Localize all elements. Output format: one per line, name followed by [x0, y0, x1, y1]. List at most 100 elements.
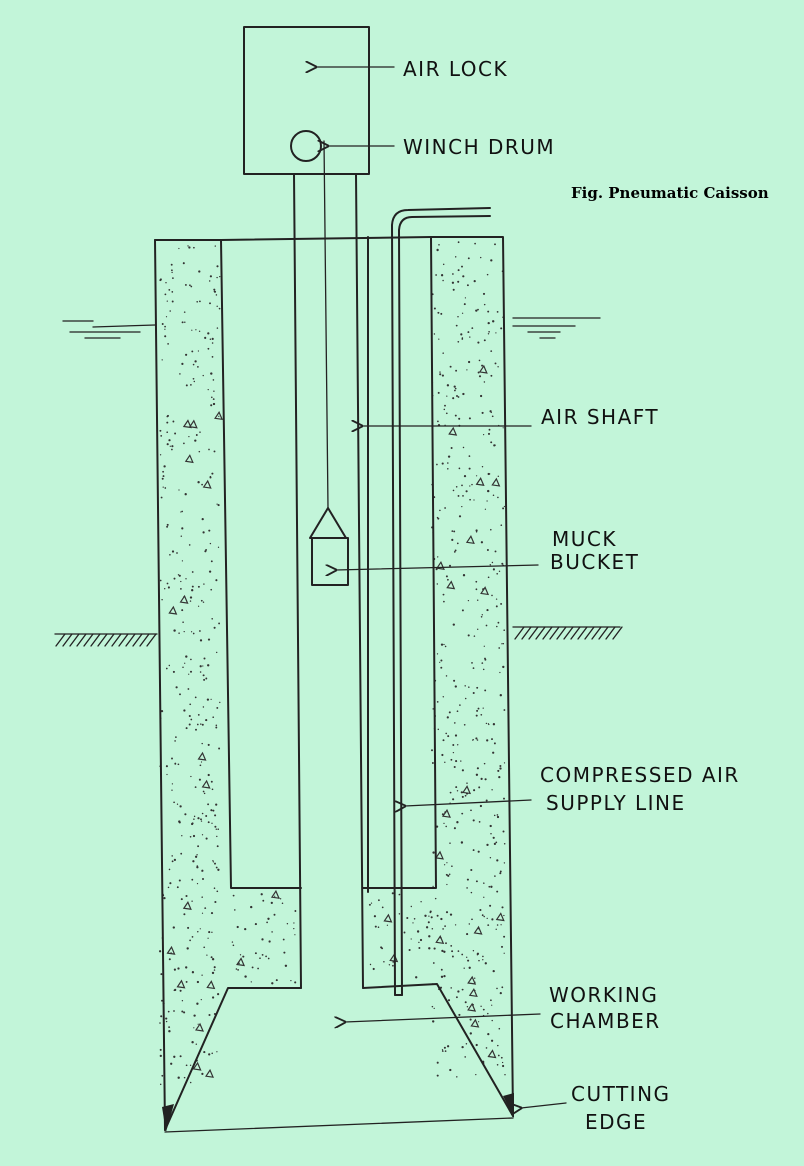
concrete-speck [196, 723, 199, 726]
concrete-speck [489, 410, 492, 413]
concrete-speck [199, 764, 202, 767]
concrete-speck [207, 821, 210, 824]
concrete-speck [207, 803, 210, 806]
concrete-speck [451, 530, 454, 532]
concrete-speck [490, 350, 493, 352]
concrete-speck [211, 356, 214, 358]
aggregate-stone [389, 953, 399, 963]
concrete-speck [500, 924, 502, 926]
concrete-speck [453, 765, 456, 769]
concrete-speck [161, 598, 163, 601]
concrete-speck [198, 330, 201, 332]
concrete-speck [501, 986, 504, 989]
concrete-speck [201, 912, 204, 914]
concrete-speck [447, 874, 450, 877]
concrete-speck [166, 415, 169, 418]
concrete-speck [470, 868, 473, 872]
concrete-speck [192, 834, 196, 838]
concrete-speck [267, 957, 270, 960]
concrete-speck [428, 915, 430, 917]
hatch-mark [132, 633, 143, 647]
concrete-speck [190, 384, 192, 386]
concrete-speck [208, 448, 210, 451]
concrete-speck [484, 962, 487, 965]
concrete-speck [452, 288, 455, 291]
concrete-speck [483, 381, 486, 383]
concrete-speck [274, 895, 276, 897]
concrete-speck [262, 899, 265, 902]
aggregate-stone [182, 419, 192, 429]
concrete-speck [169, 882, 172, 885]
concrete-speck [455, 369, 458, 372]
concrete-speck [499, 767, 502, 770]
concrete-speck [455, 760, 458, 763]
concrete-speck [494, 362, 497, 365]
concrete-speck [203, 1051, 206, 1054]
concrete-speck [159, 454, 162, 456]
concrete-speck [201, 834, 204, 836]
concrete-speck [439, 509, 441, 512]
concrete-speck [464, 685, 466, 687]
concrete-speck [208, 1013, 211, 1017]
concrete-speck [441, 643, 443, 646]
concrete-speck [398, 913, 401, 915]
concrete-speck [430, 916, 433, 919]
concrete-speck [485, 722, 488, 725]
concrete-speck [443, 600, 445, 603]
concrete-speck [452, 798, 455, 801]
concrete-speck [441, 753, 444, 757]
concrete-speck [463, 967, 465, 969]
concrete-speck [193, 1027, 195, 1029]
concrete-speck [171, 860, 174, 863]
concrete-speck [500, 327, 503, 330]
concrete-texture [158, 241, 506, 1088]
concrete-speck [442, 739, 445, 742]
aggregate-stone [475, 477, 485, 487]
concrete-speck [185, 578, 187, 580]
concrete-speck [187, 245, 189, 247]
concrete-speck [193, 818, 195, 820]
concrete-speck [490, 374, 493, 377]
concrete-speck [470, 809, 472, 812]
concrete-speck [210, 560, 213, 563]
concrete-speck [188, 714, 191, 718]
concrete-speck [465, 490, 468, 493]
concrete-speck [202, 601, 205, 603]
concrete-speck [281, 902, 284, 904]
concrete-speck [212, 860, 214, 862]
concrete-speck [211, 472, 214, 475]
concrete-speck [500, 524, 503, 527]
aggregate-stone [467, 975, 477, 985]
concrete-speck [451, 538, 454, 541]
concrete-speck [450, 758, 453, 761]
concrete-speck [475, 1043, 478, 1047]
concrete-speck [232, 944, 235, 947]
aggregate-stone [214, 411, 224, 421]
concrete-speck [454, 924, 457, 926]
concrete-speck [189, 600, 192, 602]
concrete-speck [191, 571, 194, 573]
concrete-speck [454, 387, 457, 390]
concrete-speck [208, 931, 211, 934]
concrete-speck [197, 481, 200, 484]
concrete-speck [208, 280, 211, 282]
concrete-speck [261, 938, 264, 941]
concrete-speck [498, 775, 501, 779]
concrete-speck [177, 1076, 180, 1079]
concrete-speck [210, 698, 212, 701]
concrete-speck [449, 913, 453, 916]
concrete-speck [412, 922, 414, 924]
concrete-speck [180, 511, 182, 513]
concrete-speck [168, 868, 171, 871]
concrete-speck [207, 937, 209, 939]
concrete-speck [457, 269, 460, 272]
concrete-speck [440, 274, 444, 277]
concrete-speck [453, 679, 456, 682]
concrete-speck [209, 275, 212, 278]
concrete-speck [455, 786, 458, 789]
concrete-speck [464, 794, 467, 797]
concrete-speck [489, 564, 492, 566]
concrete-speck [499, 694, 502, 697]
hatch-mark [111, 633, 122, 647]
concrete-speck [196, 882, 199, 885]
